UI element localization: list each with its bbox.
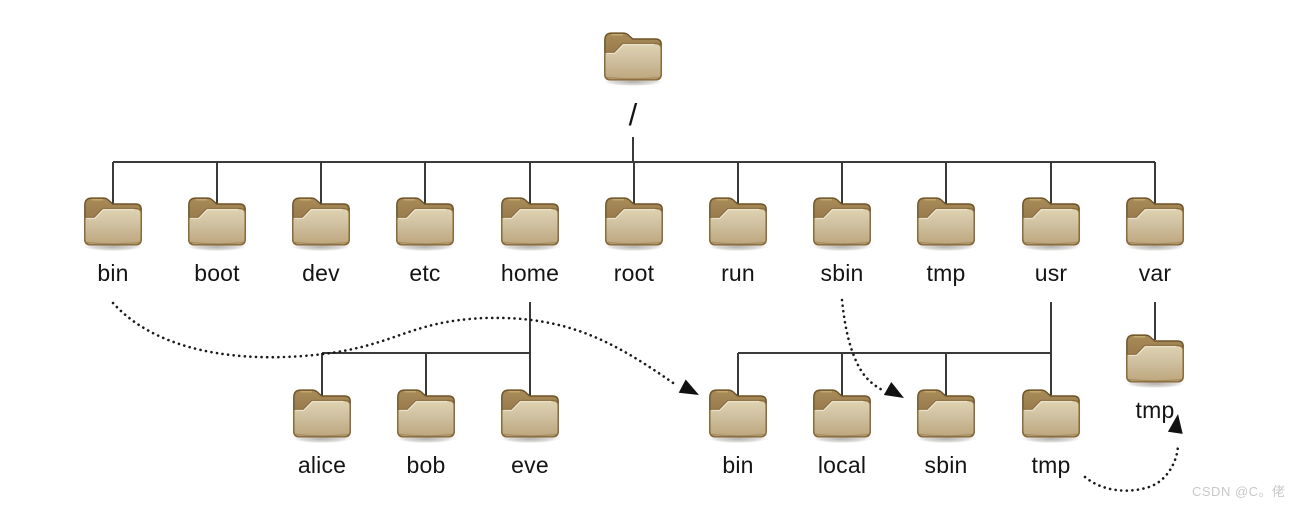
folder-label: var (1138, 260, 1172, 286)
folder-icon (182, 185, 252, 253)
folder-icon (391, 377, 461, 445)
folder-label: bin (97, 260, 129, 286)
folder-icon (1016, 185, 1086, 253)
folder-label: dev (302, 260, 340, 286)
folder-icon (495, 377, 565, 445)
folder-icon (911, 185, 981, 253)
folder-label: usr (1034, 260, 1068, 286)
folder-icon (78, 185, 148, 253)
folder-label: sbin (820, 260, 864, 286)
folder-icon (390, 185, 460, 253)
folder-node-etc: etc (373, 185, 477, 287)
folder-node-usr-bin: bin (686, 377, 790, 479)
folder-icon (1016, 377, 1086, 445)
folder-node-usr-sbin: sbin (894, 377, 998, 479)
folder-label: root (613, 260, 655, 286)
csdn-watermark: CSDN @C。佬 (1192, 484, 1286, 499)
folder-node-bin: bin (61, 185, 165, 287)
folder-node-run: run (686, 185, 790, 287)
folder-icon (703, 377, 773, 445)
folder-label: bin (722, 452, 754, 478)
folder-label: home (500, 260, 560, 286)
folder-node-boot: boot (165, 185, 269, 287)
folder-node-var: var (1103, 185, 1207, 287)
folder-label: / (628, 97, 638, 132)
folder-node-home-eve: eve (478, 377, 582, 479)
folder-label: boot (194, 260, 240, 286)
folder-label: tmp (926, 260, 966, 286)
folder-node-home-bob: bob (374, 377, 478, 479)
folder-label: alice (297, 452, 347, 478)
folder-icon (287, 377, 357, 445)
folder-node-usr: usr (999, 185, 1103, 287)
folder-node-dev: dev (269, 185, 373, 287)
folder-node-home: home (478, 185, 582, 287)
folder-node-usr-local: local (790, 377, 894, 479)
folder-node-sbin: sbin (790, 185, 894, 287)
folder-label: sbin (924, 452, 968, 478)
folder-icon (286, 185, 356, 253)
folder-icon (1120, 322, 1190, 390)
folder-label: run (721, 260, 755, 286)
folder-label: tmp (1031, 452, 1071, 478)
folder-node-home-alice: alice (270, 377, 374, 479)
folder-icon (598, 20, 668, 88)
folder-icon (599, 185, 669, 253)
folder-node-usr-tmp: tmp (999, 377, 1103, 479)
folder-label: eve (511, 452, 549, 478)
folder-node-root-slash: / (581, 20, 685, 132)
folder-icon (807, 185, 877, 253)
folder-label: tmp (1135, 397, 1175, 423)
folder-node-tmp: tmp (894, 185, 998, 287)
folder-label: bob (406, 452, 446, 478)
folder-icon (807, 377, 877, 445)
folder-label: local (817, 452, 867, 478)
folder-icon (911, 377, 981, 445)
folder-label: etc (409, 260, 441, 286)
folder-icon (495, 185, 565, 253)
folder-node-var-tmp: tmp (1103, 322, 1207, 424)
folder-icon (1120, 185, 1190, 253)
folder-node-root-dir: root (582, 185, 686, 287)
folder-icon (703, 185, 773, 253)
symlink-arrow-bin-to-usr-bin (111, 301, 678, 387)
